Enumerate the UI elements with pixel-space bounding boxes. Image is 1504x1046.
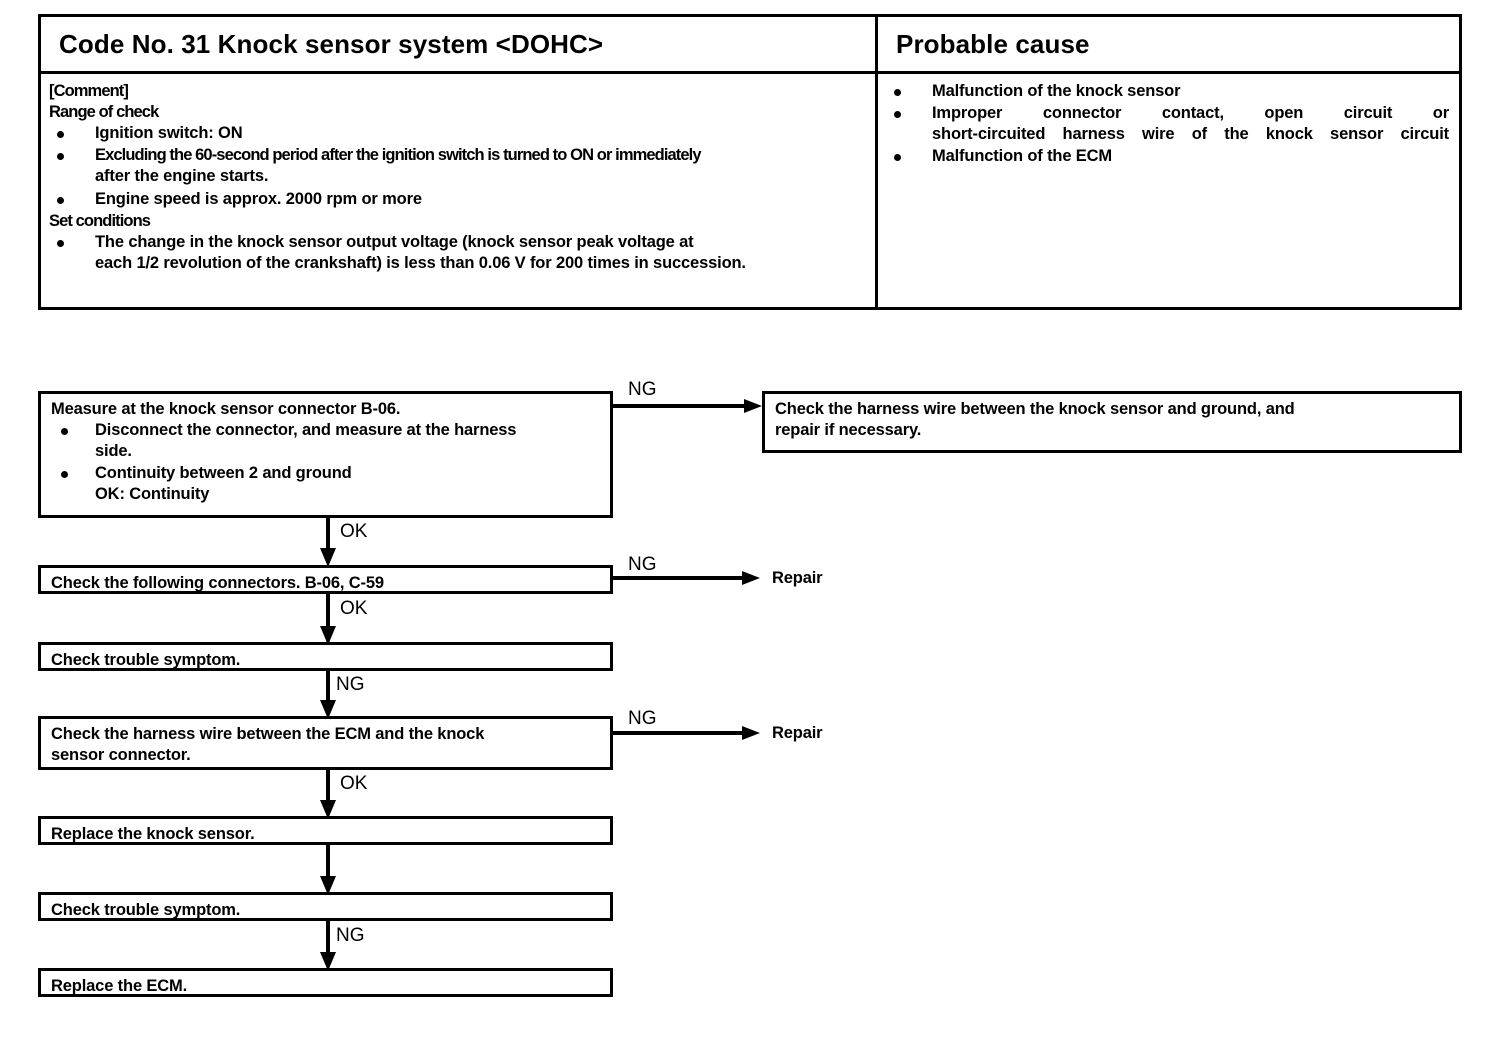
range-item: Ignition switch: ON <box>49 123 865 144</box>
flow-step-replace-ecm[interactable]: Replace the ECM. <box>38 968 613 997</box>
diagnostic-code-table: Code No. 31 Knock sensor system <DOHC> P… <box>38 14 1462 310</box>
flow-step-check-trouble-symptom-1[interactable]: Check trouble symptom. <box>38 642 613 671</box>
bullet-line2: OK: Continuity <box>95 485 210 504</box>
set-conditions-list: The change in the knock sensor output vo… <box>49 232 865 274</box>
set-condition-line2: each 1/2 revolution of the crankshaft) i… <box>95 253 746 272</box>
range-item-line1: Engine speed is approx. 2000 rpm or more <box>95 189 422 208</box>
flow-step-check-trouble-symptom-2[interactable]: Check trouble symptom. <box>38 892 613 921</box>
range-item-line2: after the engine starts. <box>95 167 269 186</box>
set-condition-line1: The change in the knock sensor output vo… <box>95 232 694 251</box>
flow-step-bullet: Continuity between 2 and ground OK: Cont… <box>51 463 602 505</box>
probable-cause-header: Probable cause <box>896 28 1090 59</box>
range-item: Engine speed is approx. 2000 rpm or more <box>49 189 865 210</box>
bullet-line2: side. <box>95 442 132 461</box>
range-of-check-heading: Range of check <box>49 103 159 122</box>
edge-label-ng-3: NG <box>336 674 365 695</box>
flow-step-text: Replace the ECM. <box>51 977 188 995</box>
table-header-row: Code No. 31 Knock sensor system <DOHC> P… <box>41 17 1459 74</box>
code-title-header: Code No. 31 Knock sensor system <DOHC> <box>41 17 878 71</box>
probable-cause-line1: Malfunction of the knock sensor <box>932 82 1181 100</box>
probable-cause-item: Malfunction of the knock sensor <box>886 81 1449 102</box>
flow-step-line2: sensor connector. <box>51 745 191 764</box>
probable-cause-line1: Malfunction of the ECM <box>932 147 1113 166</box>
flow-step-check-connectors[interactable]: Check the following connectors. B-06, C-… <box>38 565 613 594</box>
flow-step-check-harness-ecm[interactable]: Check the harness wire between the ECM a… <box>38 716 613 770</box>
flow-step-line2: repair if necessary. <box>775 420 922 439</box>
flow-step-text: Replace the knock sensor. <box>51 825 255 843</box>
probable-cause-cell: Malfunction of the knock sensor Improper… <box>878 74 1459 307</box>
flow-step-text: Check trouble symptom. <box>51 901 241 919</box>
bullet-line1: Continuity between 2 and ground <box>95 464 352 483</box>
flow-step-text: Check trouble symptom. <box>51 651 241 669</box>
edge-label-ng-1: NG <box>628 379 657 400</box>
flow-step-bullets: Disconnect the connector, and measure at… <box>51 420 602 505</box>
set-condition-item: The change in the knock sensor output vo… <box>49 232 865 274</box>
flow-step-line1: Check the harness wire between the ECM a… <box>51 725 485 743</box>
range-item-line1: Ignition switch: ON <box>95 124 243 143</box>
flow-step-line1: Check the harness wire between the knock… <box>775 400 1295 418</box>
edge-label-ng-4: NG <box>628 708 657 729</box>
bullet-line1: Disconnect the connector, and measure at… <box>95 420 517 439</box>
probable-cause-item: Malfunction of the ECM <box>886 146 1449 167</box>
probable-cause-line1: Improper connector contact, open circuit… <box>932 104 1449 123</box>
edge-label-ng-5: NG <box>336 925 365 946</box>
comment-cell: [Comment] Range of check Ignition switch… <box>41 74 878 307</box>
comment-label: [Comment] <box>49 82 129 100</box>
flow-step-replace-knock-sensor[interactable]: Replace the knock sensor. <box>38 816 613 845</box>
flow-action-repair-2: Repair <box>772 724 823 742</box>
edge-label-ok-2: OK <box>340 598 368 619</box>
table-body-row: [Comment] Range of check Ignition switch… <box>41 74 1459 307</box>
range-item: Excluding the 60-second period after the… <box>49 145 865 187</box>
edge-label-ok-3: OK <box>340 773 368 794</box>
flow-action-repair-1: Repair <box>772 569 823 587</box>
probable-cause-item: Improper connector contact, open circuit… <box>886 103 1449 145</box>
flow-step-title: Measure at the knock sensor connector B-… <box>51 400 401 418</box>
edge-label-ok-1: OK <box>340 521 368 542</box>
probable-cause-list: Malfunction of the knock sensor Improper… <box>886 81 1449 167</box>
flow-step-measure-knock-sensor[interactable]: Measure at the knock sensor connector B-… <box>38 391 613 518</box>
set-conditions-heading: Set conditions <box>49 211 151 230</box>
flow-step-bullet: Disconnect the connector, and measure at… <box>51 420 602 462</box>
flow-step-check-harness-ground[interactable]: Check the harness wire between the knock… <box>762 391 1462 453</box>
edge-label-ng-2: NG <box>628 554 657 575</box>
range-of-check-list: Ignition switch: ON Excluding the 60-sec… <box>49 123 865 209</box>
range-item-line1: Excluding the 60-second period after the… <box>95 146 702 165</box>
probable-cause-line2: short-circuited harness wire of the knoc… <box>932 125 1449 144</box>
flow-step-text: Check the following connectors. B-06, C-… <box>51 574 384 592</box>
